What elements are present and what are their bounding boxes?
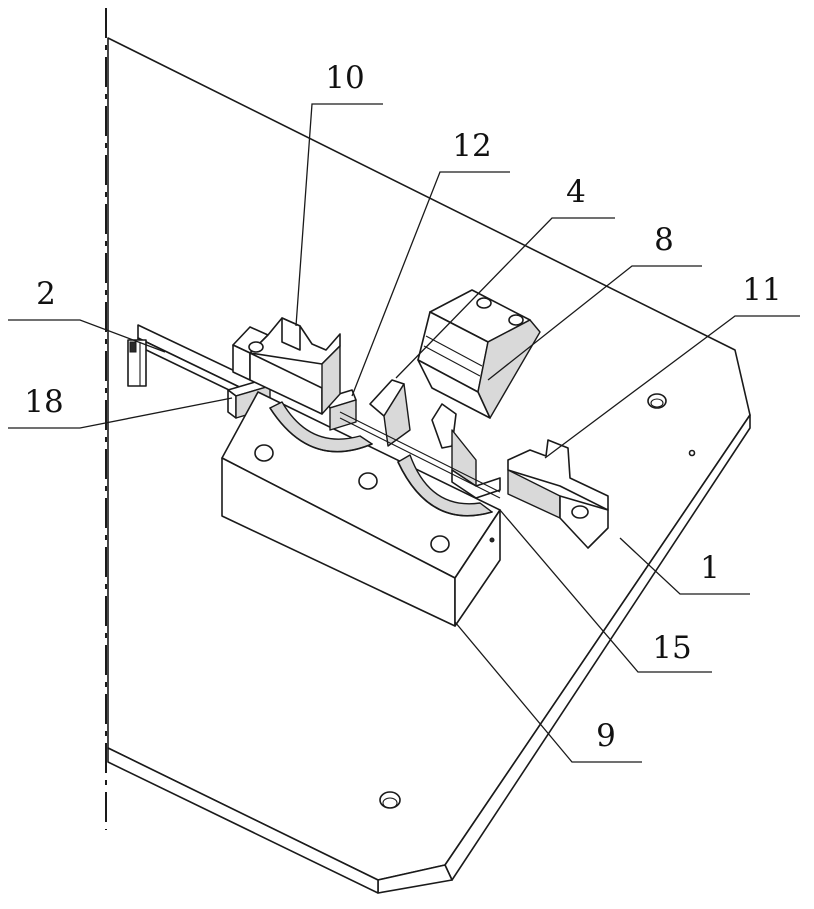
label-12: 12: [452, 128, 491, 164]
fixture-block: [221, 391, 501, 627]
part-8: [417, 289, 541, 419]
base-plate: [107, 37, 751, 894]
plate-small-hole: [688, 449, 696, 457]
label-8: 8: [654, 222, 674, 258]
label-10: 10: [325, 60, 364, 96]
label-11: 11: [742, 272, 781, 308]
label-18: 18: [24, 384, 63, 420]
plate-hole-lower: [379, 791, 401, 809]
label-15: 15: [652, 630, 691, 666]
leader-lines: [8, 103, 800, 763]
label-9: 9: [596, 718, 616, 754]
label-4: 4: [566, 174, 586, 210]
label-1: 1: [700, 550, 720, 586]
support-11: [507, 439, 609, 549]
support-10: [232, 317, 341, 415]
plate-hole: [647, 393, 667, 409]
rod: [127, 324, 259, 405]
label-2: 2: [36, 276, 56, 312]
clamp-mechanism: [325, 379, 501, 499]
